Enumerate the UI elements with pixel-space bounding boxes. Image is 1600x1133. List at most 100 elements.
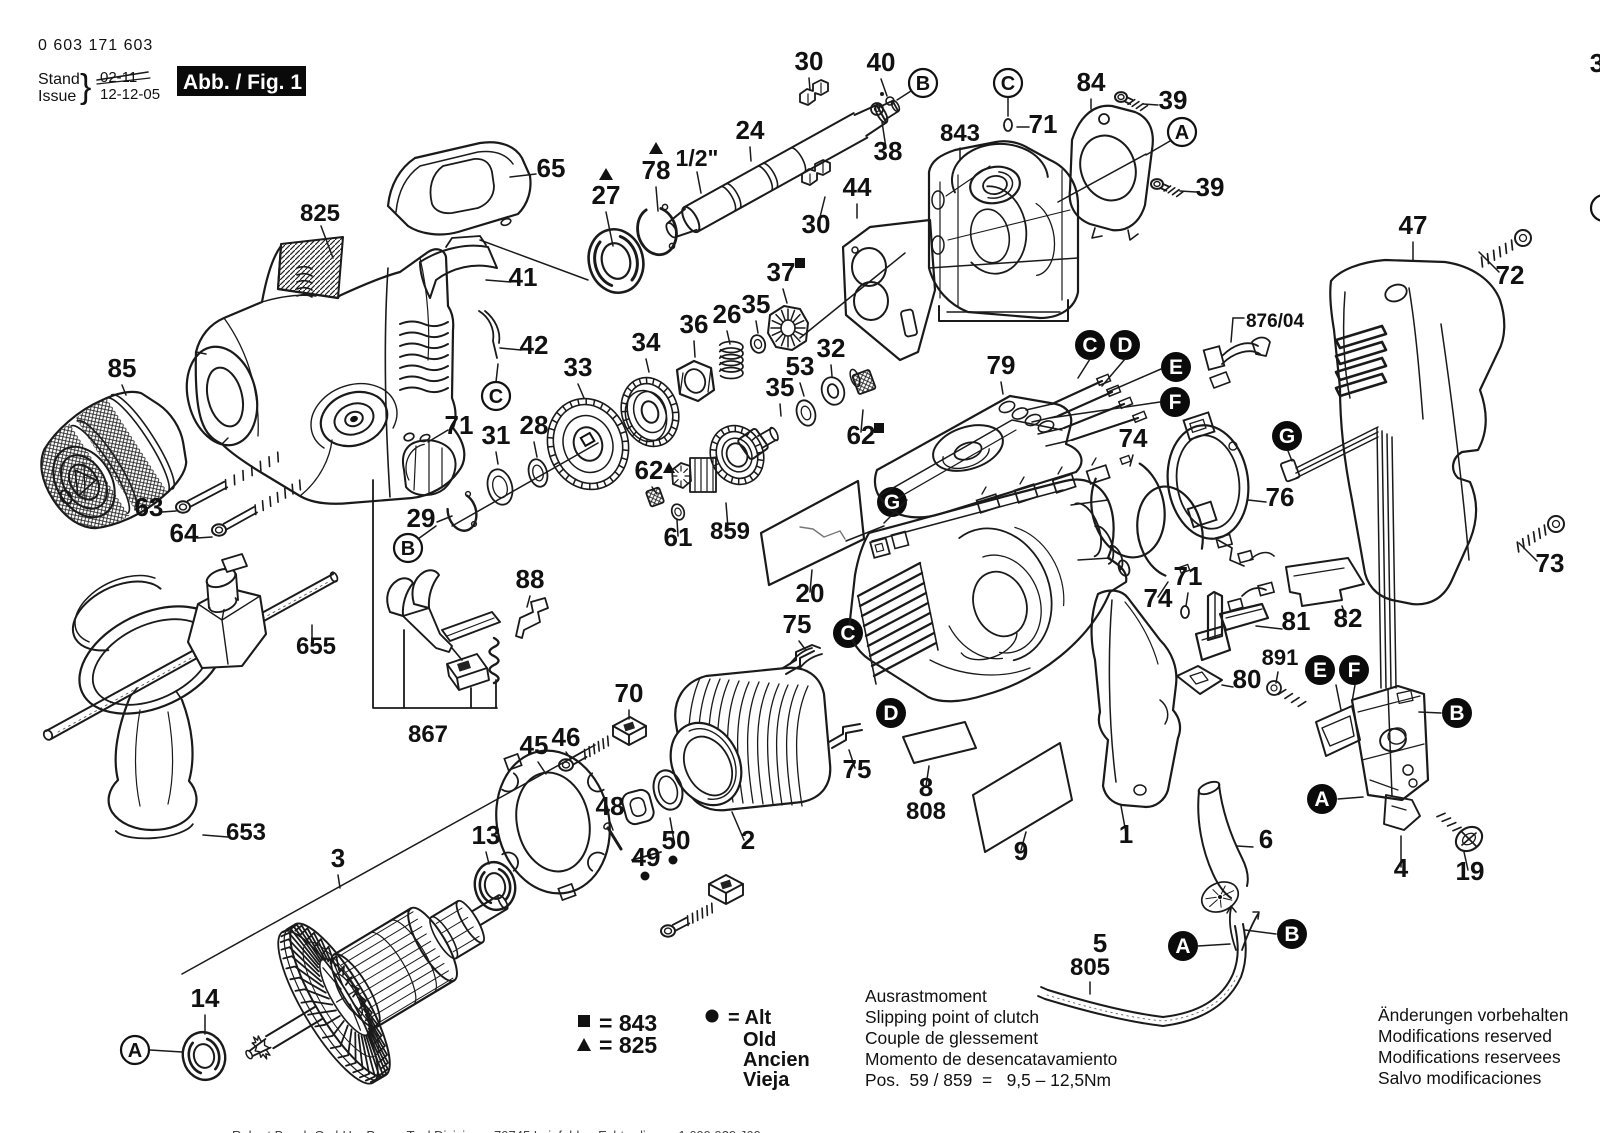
svg-text:30: 30: [802, 209, 831, 239]
svg-text:79: 79: [987, 350, 1016, 380]
svg-text:81: 81: [1282, 606, 1311, 636]
svg-text:78: 78: [642, 155, 671, 185]
svg-text:Slipping point of clutch: Slipping point of clutch: [865, 1007, 1039, 1027]
svg-text:40: 40: [867, 47, 896, 77]
svg-text:13: 13: [472, 820, 501, 850]
svg-text:32: 32: [817, 333, 846, 363]
svg-text:Ancien: Ancien: [743, 1049, 810, 1071]
svg-text:C: C: [1082, 334, 1097, 357]
svg-text:859: 859: [710, 518, 750, 545]
svg-text:6: 6: [1259, 824, 1273, 854]
svg-text:B: B: [401, 538, 415, 560]
svg-text:72: 72: [1496, 260, 1525, 290]
svg-text:84: 84: [1077, 67, 1106, 97]
svg-text:39: 39: [1196, 172, 1225, 202]
svg-text:41: 41: [509, 262, 538, 292]
svg-text:B: B: [916, 73, 930, 95]
svg-text:62: 62: [635, 455, 664, 485]
svg-text:805: 805: [1070, 954, 1110, 981]
svg-text:35: 35: [742, 289, 771, 319]
svg-text:C: C: [840, 622, 855, 645]
svg-text:82: 82: [1334, 603, 1363, 633]
svg-text:A: A: [1314, 788, 1329, 811]
svg-text:Old: Old: [743, 1029, 776, 1051]
svg-text:E: E: [1313, 659, 1327, 682]
svg-text:24: 24: [736, 115, 765, 145]
svg-text:C: C: [1001, 73, 1015, 95]
svg-text:Couple de glessement: Couple de glessement: [865, 1028, 1038, 1048]
svg-text:71: 71: [445, 410, 474, 440]
svg-text:8: 8: [919, 772, 933, 802]
svg-text:34: 34: [632, 327, 661, 357]
svg-text:3: 3: [1590, 48, 1600, 78]
svg-text:35: 35: [766, 372, 795, 402]
svg-text:D: D: [883, 702, 898, 725]
svg-text:= 825: = 825: [599, 1032, 657, 1058]
svg-text:653: 653: [226, 819, 266, 846]
svg-text:31: 31: [482, 420, 511, 450]
svg-text:G: G: [884, 491, 900, 514]
svg-text:2: 2: [741, 825, 755, 855]
svg-text:85: 85: [108, 353, 137, 383]
svg-text:5: 5: [1093, 928, 1107, 958]
svg-text:53: 53: [786, 351, 815, 381]
svg-text:29: 29: [407, 503, 436, 533]
svg-text:Robert Bosch GmbH – Power Tool: Robert Bosch GmbH – Power Tool Division …: [232, 1128, 761, 1133]
svg-text:Momento de desencatavamiento: Momento de desencatavamiento: [865, 1049, 1117, 1069]
svg-text:73: 73: [1536, 548, 1565, 578]
svg-text:39: 39: [1159, 85, 1188, 115]
svg-text:75: 75: [783, 609, 812, 639]
svg-text:44: 44: [843, 172, 872, 202]
svg-text:= Alt: = Alt: [728, 1007, 771, 1029]
svg-text:36: 36: [680, 309, 709, 339]
svg-text:Ausrastmoment: Ausrastmoment: [865, 986, 987, 1006]
svg-text:= 843: = 843: [599, 1010, 657, 1036]
svg-text:27: 27: [592, 180, 621, 210]
svg-text:Änderungen vorbehalten: Änderungen vorbehalten: [1378, 1005, 1568, 1025]
svg-text:9: 9: [1014, 836, 1028, 866]
svg-text:64: 64: [170, 518, 199, 548]
svg-text:61: 61: [664, 522, 693, 552]
svg-text:Stand: Stand: [38, 71, 80, 88]
svg-text:33: 33: [564, 352, 593, 382]
svg-text:74: 74: [1144, 583, 1173, 613]
svg-text:Modifications reservees: Modifications reservees: [1378, 1047, 1561, 1067]
svg-text:C: C: [489, 386, 503, 408]
svg-text:825: 825: [300, 200, 340, 227]
svg-text:808: 808: [906, 798, 946, 825]
svg-text:3: 3: [331, 843, 345, 873]
svg-text:70: 70: [615, 678, 644, 708]
svg-text:26: 26: [713, 299, 742, 329]
svg-text:74: 74: [1119, 423, 1148, 453]
svg-text:0 603 171 603: 0 603 171 603: [38, 37, 153, 54]
svg-text:49: 49: [632, 842, 661, 872]
svg-text:71: 71: [1174, 561, 1203, 591]
svg-text:D: D: [1117, 334, 1132, 357]
svg-text:02-11: 02-11: [100, 69, 137, 86]
svg-text:14: 14: [191, 983, 220, 1013]
svg-text:B: B: [1449, 702, 1464, 725]
svg-text:867: 867: [408, 721, 448, 748]
svg-text:891: 891: [1262, 645, 1299, 670]
svg-text:38: 38: [874, 136, 903, 166]
svg-text:37: 37: [767, 257, 796, 287]
svg-text:76: 76: [1266, 482, 1295, 512]
svg-text:A: A: [1175, 122, 1189, 144]
svg-text:843: 843: [940, 120, 980, 147]
svg-text:28: 28: [520, 410, 549, 440]
svg-text:}: }: [80, 68, 91, 106]
svg-text:655: 655: [296, 633, 336, 660]
svg-text:1/2": 1/2": [676, 145, 719, 171]
svg-text:42: 42: [520, 330, 549, 360]
svg-text:12-12-05: 12-12-05: [100, 86, 160, 103]
svg-text:F: F: [1348, 659, 1361, 682]
svg-text:G: G: [1279, 425, 1295, 448]
svg-text:19: 19: [1456, 856, 1485, 886]
svg-text:46: 46: [552, 722, 581, 752]
svg-text:88: 88: [516, 564, 545, 594]
svg-text:1: 1: [1119, 819, 1133, 849]
svg-text:A: A: [128, 1040, 142, 1062]
svg-text:A: A: [1175, 935, 1190, 958]
svg-text:Abb. / Fig. 1: Abb. / Fig. 1: [183, 71, 302, 94]
svg-text:Issue: Issue: [38, 88, 76, 105]
